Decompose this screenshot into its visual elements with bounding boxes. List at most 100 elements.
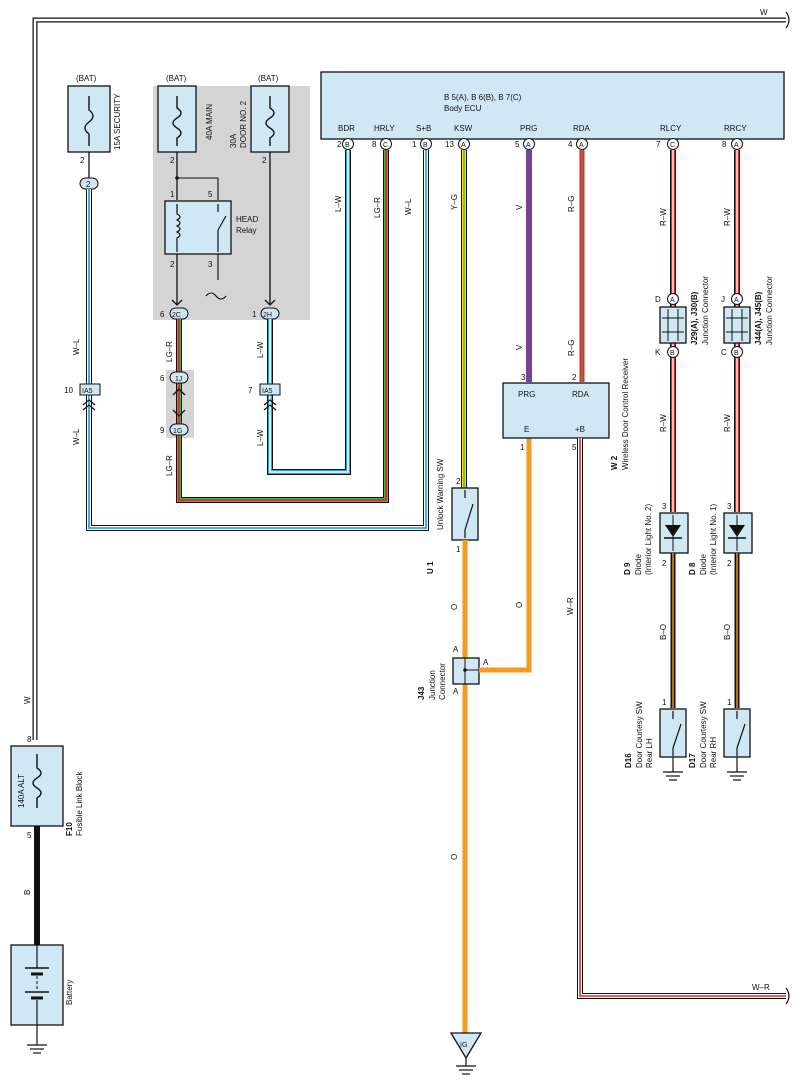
connector-1j	[169, 371, 189, 384]
d16-code: D16	[624, 753, 633, 768]
wire-label-w-l-2: W–L	[72, 428, 81, 445]
w2-b: +B	[575, 425, 585, 434]
j44-junction	[723, 306, 751, 344]
terminal-pin: 7	[656, 140, 661, 149]
wire-label-b-o-2: B–O	[723, 624, 732, 640]
w2-name: Wireless Door Control Receiver	[621, 358, 630, 470]
d17-code: D17	[688, 753, 697, 768]
terminal-conn: B	[345, 142, 350, 149]
connector-1g-label: 1G	[173, 428, 182, 435]
wire-label-w-r-1: W–R	[566, 597, 575, 615]
wire-lg-r	[176, 150, 389, 503]
j29-junction	[659, 306, 687, 344]
terminal-label: RLCY	[660, 124, 682, 133]
ecu-terminal-sb: S+B 1 B	[412, 124, 432, 150]
terminal-label: BDR	[338, 124, 355, 133]
wire-label-w-l-3: W–L	[404, 198, 413, 215]
terminal-label: RRCY	[724, 124, 747, 133]
j44-bot-conn: B	[734, 350, 739, 357]
wire-label-o-2: O	[450, 854, 459, 860]
terminal-conn: A	[579, 142, 584, 149]
j29-code: J29(A), J30(B)	[690, 291, 699, 345]
fuse-main-pin: 2	[170, 156, 175, 165]
wire-label-r-g-1: R–G	[567, 196, 576, 212]
d8-name1: Diode	[699, 554, 708, 575]
fuse-main-bat: (BAT)	[166, 74, 187, 83]
connector-1g	[169, 423, 189, 436]
connector-2c-pin: 6	[160, 310, 165, 319]
connector-ia5-mid-label: IA5	[262, 388, 273, 395]
wire-label-r-w-3: R–W	[659, 414, 668, 432]
wire-label-w-l-1: W–L	[72, 338, 81, 355]
j44-name: Junction Connector	[765, 276, 774, 345]
terminal-label: HRLY	[374, 124, 395, 133]
wire-label-r-g-2: R–G	[567, 340, 576, 356]
wire-label-v-1: V	[515, 204, 524, 210]
wire-label-l-w-2: L–W	[256, 429, 265, 446]
fuse-door2-name2: DOOR NO. 2	[239, 100, 248, 148]
wire-w-l-security	[86, 150, 429, 531]
ecu-subtitle: Body ECU	[444, 104, 482, 113]
wire-w-r	[577, 438, 790, 1005]
d9-pin-bottom: 2	[662, 559, 667, 568]
d16-name1: Door Courtesy SW	[635, 701, 644, 768]
w2-pin-rda: 2	[572, 373, 577, 382]
w2-rda: RDA	[572, 390, 590, 399]
u1-pin-bottom: 1	[456, 545, 461, 554]
wire-label-v-2: V	[515, 344, 524, 350]
d17-name2: Rear RH	[709, 737, 718, 768]
wire-label-r-w-4: R–W	[723, 414, 732, 432]
connector-ia5-left-label: IA5	[82, 388, 93, 395]
d17-name1: Door Courtesy SW	[699, 701, 708, 768]
body-ecu	[320, 71, 785, 140]
u1-pin-top: 2	[456, 477, 461, 486]
fuse-door2-bat: (BAT)	[258, 74, 279, 83]
wave-icon	[205, 292, 227, 300]
terminal-pin: 8	[372, 140, 377, 149]
relay-contact-icon	[217, 204, 227, 252]
fuse-door2-pin: 2	[262, 156, 267, 165]
connector-ia5-mid	[259, 383, 281, 396]
wireless-door-control-receiver	[502, 382, 610, 439]
terminal-conn: C	[670, 142, 675, 149]
ecu-terminal-rda: RDA 4 A	[568, 124, 591, 150]
j43-a3: A	[453, 687, 459, 696]
d16-pin: 1	[662, 698, 667, 707]
j43-code: J43	[417, 686, 426, 700]
switch-icon	[736, 711, 746, 756]
ecu-terminal-hrly: HRLY 8 C	[372, 124, 395, 150]
terminal-pin: 1	[412, 140, 417, 149]
wire-label-l-w-1: L–W	[256, 341, 265, 358]
relay-name-2: Relay	[236, 226, 256, 235]
battery-name: Battery	[65, 980, 74, 1005]
terminal-conn: B	[423, 142, 428, 149]
fuse-security-name: 15A SECURITY	[113, 93, 122, 150]
wire-label-y-g: Y–G	[450, 194, 459, 210]
u1-code: U 1	[426, 561, 435, 574]
w2-prg: PRG	[518, 390, 535, 399]
ig-ground	[449, 1032, 483, 1060]
j44-top-pin: J	[721, 295, 725, 304]
j29-top-conn: A	[670, 297, 675, 304]
relay-pin-1: 1	[170, 190, 175, 199]
w2-code: W 2	[610, 455, 619, 470]
fuse-icon	[84, 96, 94, 146]
terminal-pin: 4	[568, 140, 573, 149]
connector-1j-pin: 6	[160, 374, 165, 383]
head-relay	[164, 200, 232, 255]
d8-code: D 8	[688, 562, 697, 575]
w2-pin-prg: 3	[521, 373, 526, 382]
connector-ia5-left-pin: 10	[64, 386, 73, 395]
d8-pin-top: 3	[727, 502, 732, 511]
j43-a1: A	[453, 645, 459, 654]
wire-label-b: B	[23, 890, 32, 895]
connector-1j-label: 1J	[175, 376, 182, 383]
fuse-icon	[265, 96, 275, 146]
w2-pin-b: 5	[572, 443, 577, 452]
fuse-icon	[172, 96, 182, 146]
ecu-terminal-rrcy: RRCY 8 A	[722, 124, 747, 150]
ecu-terminal-ksw: KSW 13 A	[445, 124, 473, 150]
connector-2h-label: 2H	[263, 312, 272, 319]
wire-label-w-r-2: W–R	[752, 983, 770, 992]
